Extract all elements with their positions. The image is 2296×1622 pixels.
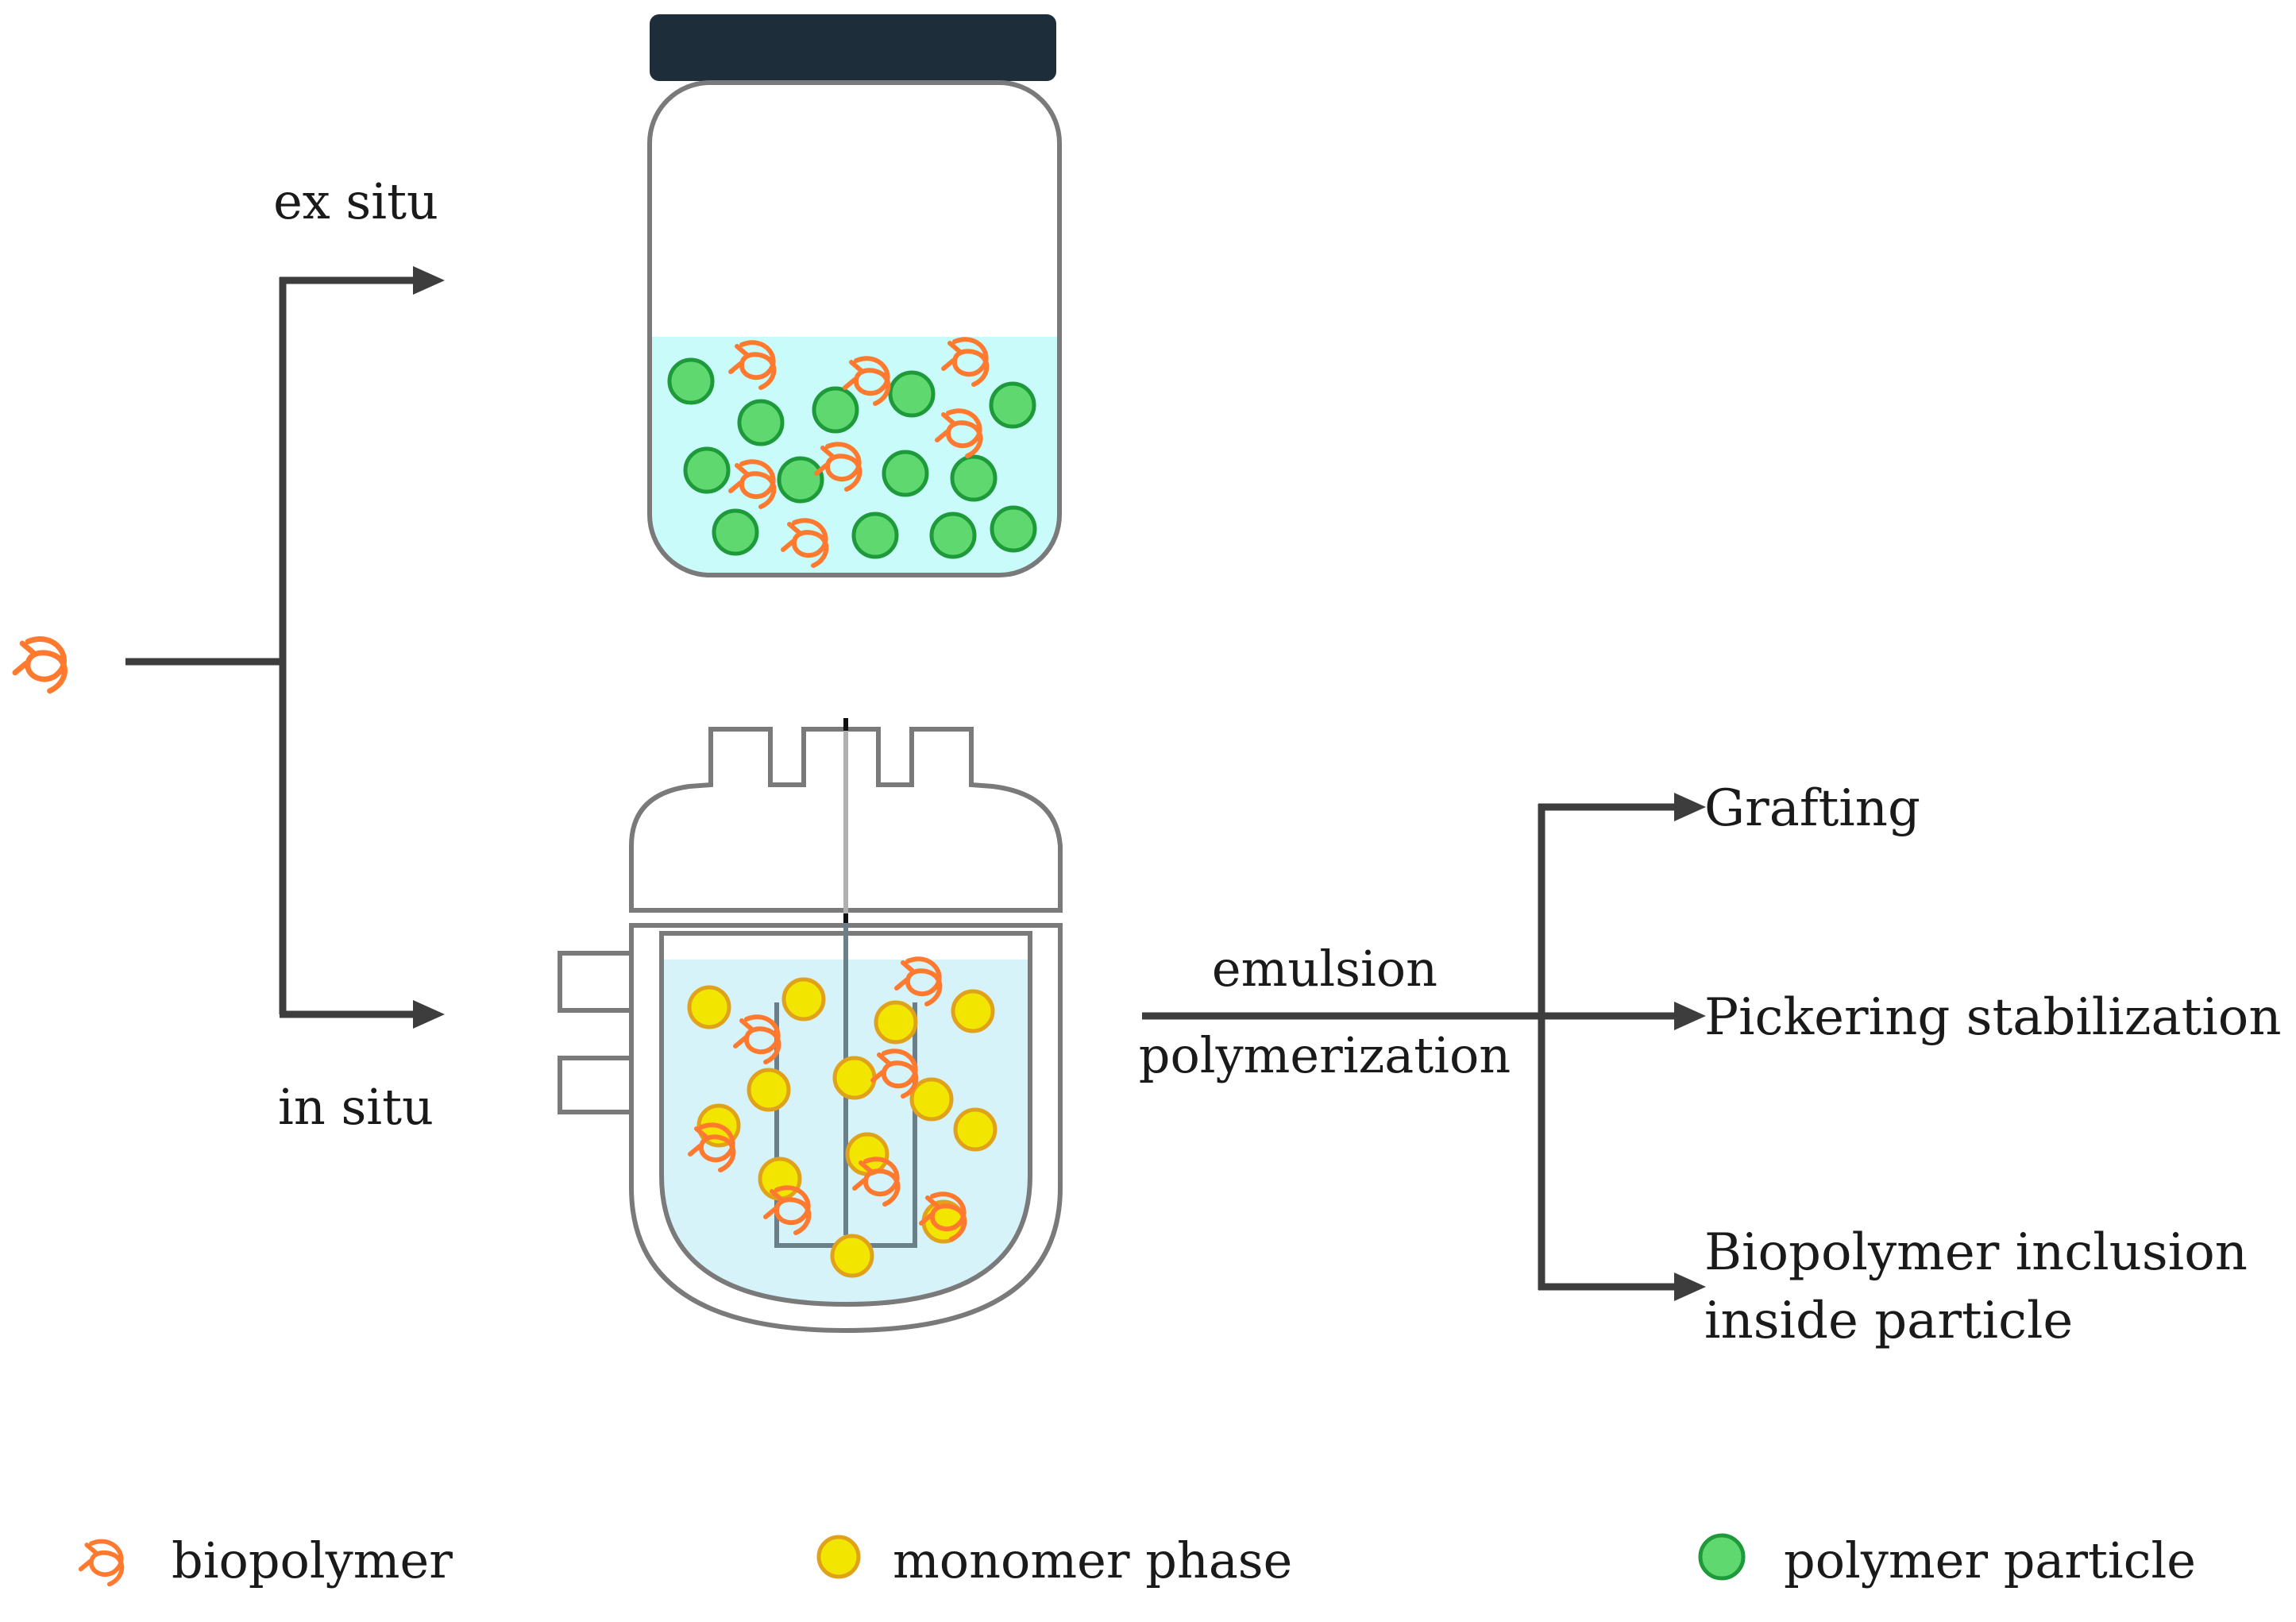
legend-biopolymer-icon xyxy=(81,1541,122,1584)
polymer-particle xyxy=(851,512,899,559)
outcome-pickering: Pickering stabilization xyxy=(1704,988,2282,1047)
monomer-droplet xyxy=(781,977,826,1021)
outcome-inclusion-line1: Biopolymer inclusion xyxy=(1704,1223,2248,1282)
polymer-particle xyxy=(929,512,977,559)
polymer-particle xyxy=(683,446,731,494)
outcome-grafting: Grafting xyxy=(1704,779,1920,838)
reactor-head xyxy=(629,727,1063,913)
monomer-droplet xyxy=(830,1234,874,1278)
polymer-particle xyxy=(950,454,998,502)
arrow-head-in-situ xyxy=(413,1000,445,1029)
process-label-line2: polymerization xyxy=(1139,1026,1511,1084)
ex-situ-label: ex situ xyxy=(273,172,438,230)
legend-polymer-icon xyxy=(1698,1533,1746,1581)
polymer-particle xyxy=(777,456,824,504)
monomer-droplet xyxy=(951,989,995,1033)
arrow-head-ex-situ xyxy=(413,266,445,295)
outcome-arrows xyxy=(1142,803,1676,1291)
monomer-droplet xyxy=(832,1056,877,1100)
monomer-droplet xyxy=(747,1068,791,1112)
jar-lid xyxy=(650,14,1056,81)
legend-polymer-label: polymer particle xyxy=(1784,1531,2196,1589)
polymer-particle xyxy=(989,381,1036,429)
polymer-particle xyxy=(990,505,1037,553)
polymer-particle xyxy=(667,357,715,405)
monomer-droplet xyxy=(953,1107,998,1152)
arrow-head-inclusion xyxy=(1674,1272,1706,1301)
polymer-particle xyxy=(812,386,859,434)
inner-vessel xyxy=(659,931,1032,1307)
legend-monomer-icon xyxy=(816,1535,861,1579)
arrow-head-pickering xyxy=(1674,1002,1706,1030)
monomer-droplet xyxy=(909,1077,954,1122)
jar-body xyxy=(647,80,1062,577)
outcome-inclusion-line2: inside particle xyxy=(1704,1292,2073,1350)
branch-arrows xyxy=(125,276,413,1018)
arrow-head-grafting xyxy=(1674,793,1706,821)
monomer-droplet xyxy=(687,985,731,1029)
jar-polymer-particles xyxy=(667,357,1037,559)
ex-situ-jar xyxy=(647,14,1062,577)
polymer-particle xyxy=(882,450,929,497)
in-situ-label: in situ xyxy=(278,1078,434,1136)
jacket-ports xyxy=(558,951,631,1114)
in-situ-reactor xyxy=(558,718,1063,1334)
legend: biopolymer monomer phase polymer particl… xyxy=(81,1531,2196,1589)
reactor-jacket xyxy=(629,923,1063,1334)
legend-monomer-label: monomer phase xyxy=(893,1531,1292,1589)
process-label-line1: emulsion xyxy=(1212,940,1437,998)
polymer-particle xyxy=(737,399,785,446)
polymer-particle xyxy=(888,370,936,418)
monomer-droplet xyxy=(758,1157,802,1201)
monomer-droplet xyxy=(874,1000,918,1045)
legend-biopolymer-label: biopolymer xyxy=(172,1531,453,1589)
polymer-particle xyxy=(712,508,759,556)
biopolymer-source-icon xyxy=(15,639,65,691)
